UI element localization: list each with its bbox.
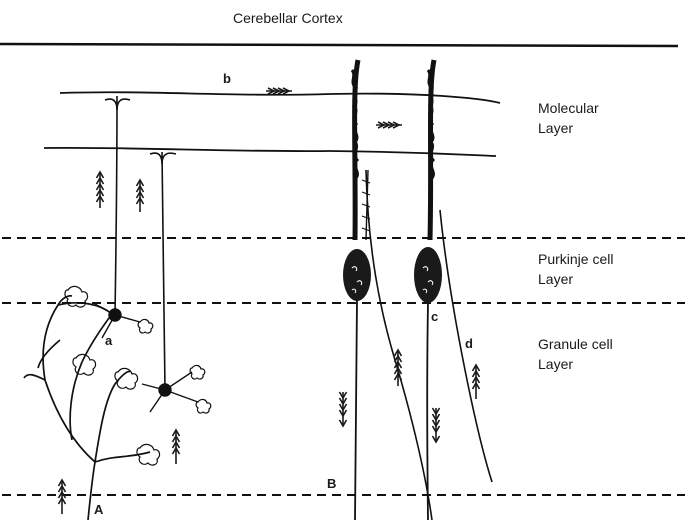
purkinje-layer-label-line1: Purkinje cell xyxy=(538,249,613,269)
diagram-title: Cerebellar Cortex xyxy=(233,8,343,28)
granule-layer-label-line1: Granule cell xyxy=(538,334,613,354)
granule-layer-label: Granule cell Layer xyxy=(538,334,613,374)
label-c-purkinje-cell: c xyxy=(431,310,438,324)
granule-layer-label-line2: Layer xyxy=(538,354,613,374)
purkinje-layer-label: Purkinje cell Layer xyxy=(538,249,613,289)
mossy-fiber xyxy=(24,296,150,520)
label-b-parallel-fiber: b xyxy=(223,72,231,86)
mossy-rosettes xyxy=(65,286,211,465)
pial-surface-line xyxy=(0,44,678,46)
molecular-layer-label-line2: Layer xyxy=(538,118,599,138)
molecular-layer-label-line1: Molecular xyxy=(538,98,599,118)
label-d-climbing-fiber: d xyxy=(465,337,473,351)
purkinje-cell-left xyxy=(343,60,371,520)
label-a-granule-cell: a xyxy=(105,334,112,348)
purkinje-layer-label-line2: Layer xyxy=(538,269,613,289)
signal-direction-arrows xyxy=(59,88,480,514)
molecular-layer-label: Molecular Layer xyxy=(538,98,599,138)
label-A-mossy-fiber: A xyxy=(94,503,103,517)
purkinje-cell-right xyxy=(414,60,442,520)
label-B-climbing-fiber-input: B xyxy=(327,477,336,491)
granule-cell-axons xyxy=(105,96,176,390)
